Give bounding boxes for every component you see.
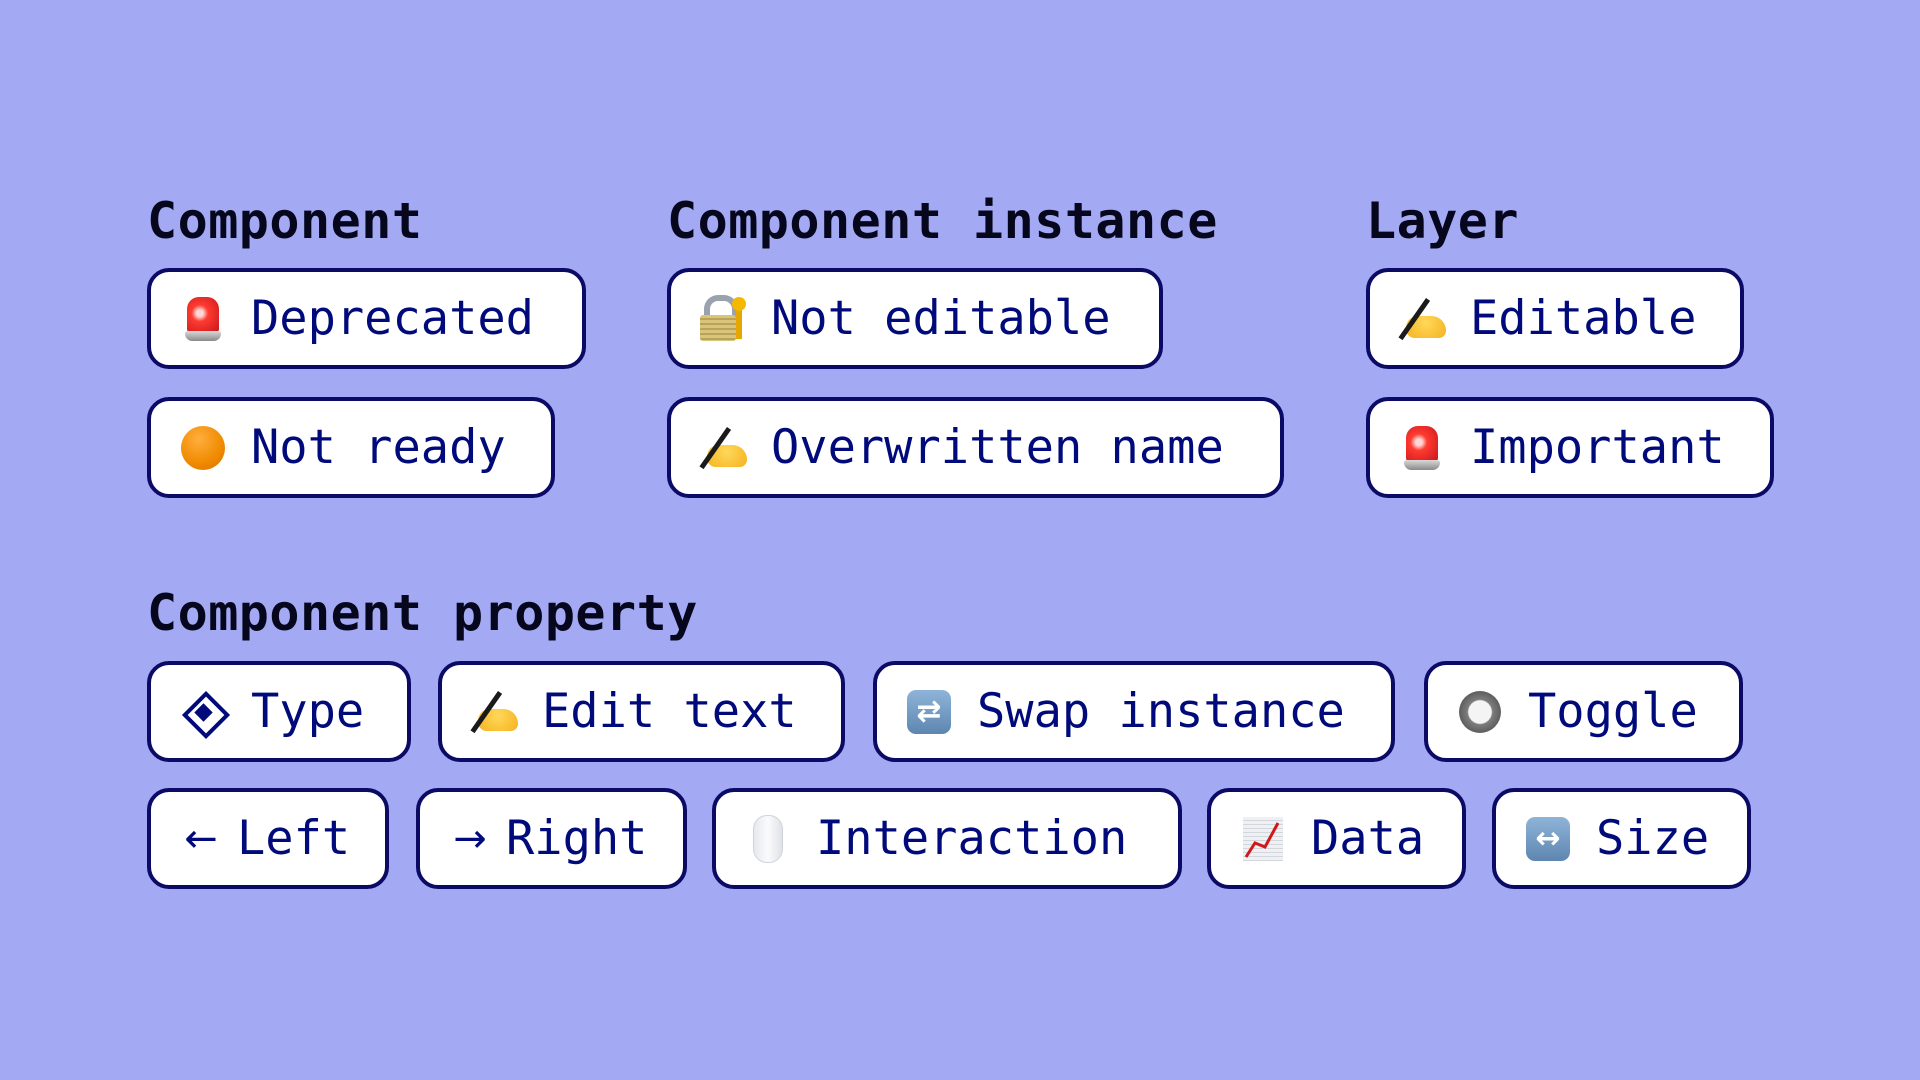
writing-hand-icon [1398, 293, 1446, 345]
chip-right[interactable]: → Right [416, 788, 687, 889]
police-car-light-icon [179, 293, 227, 345]
chip-overwritten-name[interactable]: Overwritten name [667, 397, 1284, 498]
writing-hand-icon [699, 422, 747, 474]
chip-editable[interactable]: Editable [1366, 268, 1744, 369]
chip-interaction[interactable]: Interaction [712, 788, 1182, 889]
chip-edit-text[interactable]: Edit text [438, 661, 845, 762]
police-car-light-icon [1398, 422, 1446, 474]
heading-component-instance: Component instance [667, 192, 1218, 250]
chip-label: Left [237, 811, 351, 866]
chip-swap-instance[interactable]: ⇄ Swap instance [873, 661, 1395, 762]
radio-button-icon [1456, 686, 1504, 738]
chip-label: Editable [1470, 291, 1697, 346]
chip-label: Swap instance [977, 684, 1345, 739]
arrow-right-icon: → [453, 815, 487, 862]
chip-label: Type [251, 684, 365, 739]
diamond-icon [179, 686, 231, 739]
chip-label: Not ready [251, 420, 506, 475]
arrow-left-icon: ← [184, 815, 218, 862]
chip-label: Overwritten name [771, 420, 1224, 475]
chip-type[interactable]: Type [147, 661, 411, 762]
chart-increasing-icon [1239, 813, 1287, 865]
chip-label: Edit text [542, 684, 797, 739]
chip-label: Size [1596, 811, 1710, 866]
chip-label: Important [1470, 420, 1725, 475]
chip-label: Toggle [1528, 684, 1698, 739]
repeat-icon: ⇄ [905, 686, 953, 738]
chip-label: Right [506, 811, 648, 866]
writing-hand-icon [470, 686, 518, 738]
chip-label: Deprecated [251, 291, 534, 346]
chip-label: Not editable [771, 291, 1111, 346]
orange-circle-icon [179, 422, 227, 474]
chip-deprecated[interactable]: Deprecated [147, 268, 586, 369]
left-right-arrow-icon: ↔ [1524, 813, 1572, 865]
chip-label: Interaction [816, 811, 1128, 866]
chip-toggle[interactable]: Toggle [1424, 661, 1743, 762]
chip-data[interactable]: Data [1207, 788, 1466, 889]
heading-component: Component [147, 192, 423, 250]
chip-important[interactable]: Important [1366, 397, 1774, 498]
lock-with-key-icon [699, 293, 747, 345]
heading-layer: Layer [1366, 192, 1520, 250]
chip-not-editable[interactable]: Not editable [667, 268, 1163, 369]
chip-size[interactable]: ↔ Size [1492, 788, 1751, 889]
chip-left[interactable]: ← Left [147, 788, 389, 889]
computer-mouse-icon [744, 813, 792, 865]
chip-label: Data [1311, 811, 1425, 866]
chip-not-ready[interactable]: Not ready [147, 397, 555, 498]
heading-component-property: Component property [147, 584, 698, 642]
